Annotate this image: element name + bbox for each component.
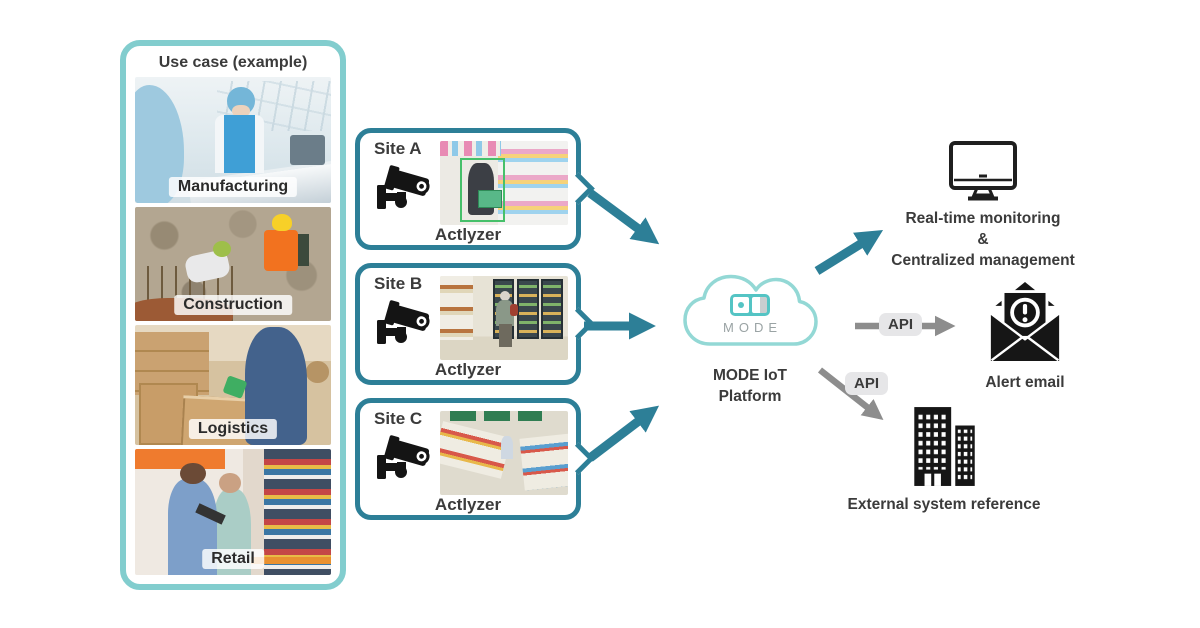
- mode-logo-mark: [730, 294, 770, 316]
- site-c-camera-view: [440, 411, 568, 495]
- use-case-retail: Retail: [135, 449, 331, 575]
- mode-logo: MODE: [680, 294, 820, 335]
- cctv-camera-icon: [374, 165, 438, 223]
- site-a-box: Site A: [355, 128, 595, 250]
- office-buildings-icon: [914, 407, 975, 486]
- use-case-logistics: Logistics: [135, 325, 331, 445]
- cloud-icon: MODE: [680, 268, 820, 360]
- use-case-construction: Construction: [135, 207, 331, 321]
- cloud-caption-line1: MODE IoT: [712, 367, 788, 384]
- mode-iot-platform: MODE MODE IoT Platform: [680, 268, 820, 407]
- alert-email-label: Alert email: [985, 374, 1065, 391]
- alert-email-icon: [988, 282, 1062, 364]
- arrow-site-c-to-cloud: [587, 405, 660, 462]
- construction-label: Construction: [174, 295, 292, 315]
- site-a-name: Site A: [374, 139, 422, 158]
- arrow-site-a-to-cloud: [587, 189, 660, 245]
- site-b-product-label: Actlyzer: [434, 360, 502, 379]
- api-badge-external: API: [845, 372, 889, 395]
- retail-label: Retail: [202, 549, 264, 569]
- monitoring-line1: Real-time monitoring: [905, 210, 1061, 227]
- output-external-system: External system reference: [844, 404, 1044, 515]
- monitoring-caption: Real-time monitoring & Centralized manag…: [883, 208, 1083, 271]
- site-b-camera-view: [440, 276, 568, 360]
- desktop-monitor-icon: [949, 141, 1017, 201]
- manufacturing-label: Manufacturing: [168, 177, 298, 197]
- use-case-title: Use case (example): [158, 54, 308, 71]
- cctv-camera-icon: [374, 300, 438, 358]
- cctv-camera-icon: [374, 435, 438, 493]
- output-alert-email: Alert email: [957, 282, 1093, 393]
- use-case-manufacturing: Manufacturing: [135, 77, 331, 203]
- manufacturing-photo: [135, 77, 331, 203]
- site-a-product-label: Actlyzer: [434, 225, 502, 244]
- site-a-camera-view: [440, 141, 568, 225]
- site-b-box: Site B: [355, 263, 595, 385]
- logistics-label: Logistics: [188, 419, 278, 439]
- cloud-caption: MODE IoT Platform: [680, 365, 820, 407]
- use-case-panel: Use case (example) Manufacturing Constru…: [120, 40, 346, 590]
- output-monitoring: Real-time monitoring & Centralized manag…: [883, 140, 1083, 271]
- site-b-name: Site B: [374, 274, 423, 293]
- site-c-box: Site C: [355, 398, 595, 520]
- site-c-product-label: Actlyzer: [434, 495, 502, 514]
- monitoring-line2: &: [977, 231, 989, 248]
- api-badge-alert: API: [879, 313, 923, 336]
- monitoring-line3: Centralized management: [891, 252, 1075, 269]
- mode-logo-text: MODE: [723, 320, 782, 335]
- arrow-cloud-to-monitoring: [814, 230, 884, 275]
- cloud-caption-line2: Platform: [718, 388, 782, 405]
- site-c-name: Site C: [374, 409, 423, 428]
- external-system-label: External system reference: [847, 496, 1041, 513]
